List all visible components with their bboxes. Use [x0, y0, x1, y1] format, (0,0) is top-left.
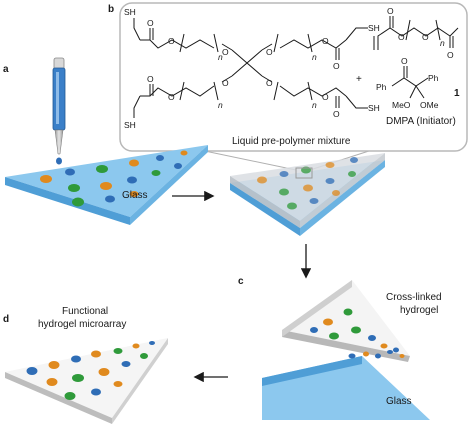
repeat-n-3: n: [218, 100, 223, 110]
ether-o-1: O: [222, 47, 229, 57]
ester-o-2: O: [322, 36, 329, 46]
ether-o-3: O: [222, 78, 229, 88]
droplet-array-c-glass: [348, 350, 405, 359]
acrylate-repeat-n: n: [440, 38, 445, 48]
glass-slide-b: [230, 153, 385, 236]
droplet-array-a: [40, 150, 188, 207]
zoom-region-marker: [295, 167, 313, 179]
methoxy-label-1: MeO: [392, 100, 411, 110]
plus-sign: +: [356, 74, 362, 85]
crosslinked-label-line2: hydrogel: [400, 305, 438, 316]
crosslinked-label-line1: Cross-linked: [386, 292, 442, 303]
functional-label-line1: Functional: [62, 306, 108, 317]
pipette-icon: [52, 57, 66, 165]
panel-letter-d: d: [3, 314, 9, 325]
ester-o-3: O: [168, 92, 175, 102]
acrylate-o-4: O: [447, 50, 454, 60]
prepolymer-callout-box: [119, 2, 468, 152]
ester-o-1: O: [168, 36, 175, 46]
dmpa-structure: [391, 66, 429, 99]
panel-letter-c: c: [238, 276, 244, 287]
carbonyl-o-3: O: [147, 74, 154, 84]
droplet-array-c: [310, 308, 399, 353]
dmpa-label: DMPA (Initiator): [386, 116, 456, 127]
carbonyl-o-1: O: [147, 18, 154, 28]
phenyl-label-2: Ph: [428, 73, 439, 83]
carbonyl-o-2: O: [333, 61, 340, 71]
hydrogel-microarray-d: [5, 338, 168, 424]
glass-label-a: Glass: [122, 190, 148, 201]
repeat-n-1: n: [218, 52, 223, 62]
phenyl-label-1: Ph: [376, 82, 387, 92]
droplet-array-d: [26, 341, 155, 400]
ether-o-2: O: [266, 47, 273, 57]
thiol-label-4: SH: [368, 103, 380, 113]
thiol-label-2: SH: [368, 23, 380, 33]
thiol-label-3: SH: [124, 120, 136, 130]
repeat-n-4: n: [312, 100, 317, 110]
ester-o-4: O: [322, 92, 329, 102]
peg-diacrylate-structure: [373, 16, 459, 50]
panel-letter-b: b: [108, 4, 114, 15]
acrylate-o-1: O: [387, 6, 394, 16]
glass-label-c: Glass: [386, 396, 412, 407]
ether-o-4: O: [266, 78, 273, 88]
panel-letter-a: a: [3, 64, 9, 75]
compound-number: 1: [454, 88, 460, 99]
four-arm-peg-thiol-structure: [133, 18, 368, 118]
thiol-label-1: SH: [124, 7, 136, 17]
repeat-n-2: n: [312, 52, 317, 62]
acrylate-o-3: O: [422, 32, 429, 42]
prepolymer-caption: Liquid pre-polymer mixture: [232, 136, 351, 147]
glass-slide-c: [262, 356, 430, 420]
methoxy-label-2: OMe: [420, 100, 439, 110]
droplet-array-b: [257, 157, 358, 210]
glass-slide-a: [5, 145, 208, 225]
acrylate-o-2: O: [398, 32, 405, 42]
dmpa-carbonyl-o: O: [401, 56, 408, 66]
carbonyl-o-4: O: [333, 109, 340, 119]
functional-label-line2: hydrogel microarray: [38, 319, 126, 330]
